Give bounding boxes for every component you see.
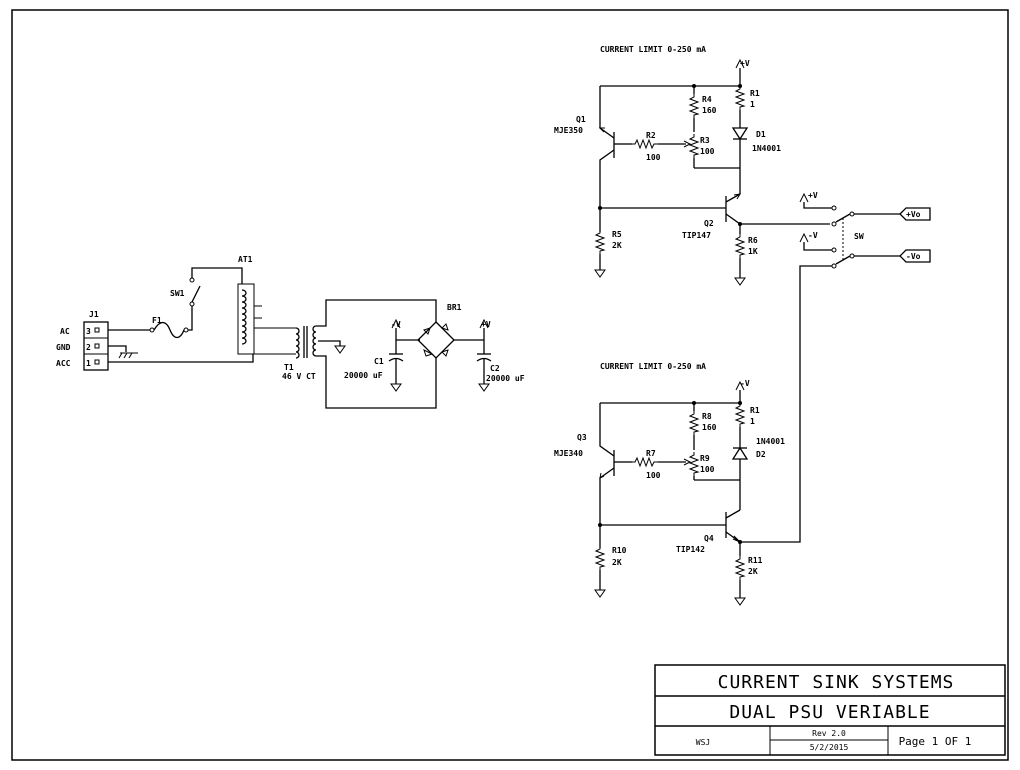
j1-pin3-name: AC [60,327,70,336]
top-q1-value: MJE350 [554,126,583,135]
t1-ref: T1 [284,363,294,372]
output-port-pos [899,207,931,221]
at1-ref: AT1 [238,255,253,264]
top-r2-ref: R2 [646,131,656,140]
bottom-r11-value: 2K [748,567,758,576]
bottom-q3-ref: Q3 [577,433,587,442]
c2-ref: C2 [490,364,500,373]
transformer-t1 [295,327,300,359]
bottom-r10-value: 2K [612,558,622,567]
diode-d2 [731,446,749,460]
autotransformer-at1 [237,283,255,355]
bottom-r1-ref: R1 [750,406,760,415]
c1-neg-rail: -V [391,320,401,329]
bottom-r11-ref: R11 [748,556,763,565]
f1-ref: F1 [152,316,162,325]
bottom-r8-value: 160 [702,423,717,432]
c2-value: 20000 uF [486,374,525,383]
top-r2-value: 100 [646,153,661,162]
sw-neg-out: -Vo [906,252,921,261]
switch-sw1 [191,285,201,303]
sw-pos-out: +Vo [906,210,921,219]
drawing-title: DUAL PSU VERIABLE [729,702,930,723]
bottom-q4-ref: Q4 [704,534,714,543]
page-number: Page 1 OF 1 [899,735,972,748]
j1-pin3-num: 3 [86,327,91,336]
j1-ref: J1 [89,310,99,319]
bottom-r7-ref: R7 [646,449,656,458]
top-r1-ref: R1 [750,89,760,98]
top-r5-value: 2K [612,241,622,250]
top-rail: +V [740,59,750,68]
top-r3-value: 100 [700,147,715,156]
c1-value: 20000 uF [344,371,383,380]
bottom-r7-value: 100 [646,471,661,480]
diode-d1 [731,127,749,141]
top-r1-value: 1 [750,100,755,109]
j1-pin1-name: ACC [56,359,71,368]
output-switch: +V -V SW +Vo -Vo [740,191,931,543]
top-q2-value: TIP147 [682,231,711,240]
bottom-r9-ref: R9 [700,454,710,463]
top-regulator: CURRENT LIMIT 0-250 mA +V R1 1 D1 1N4001… [554,45,830,286]
sw-neg-in: -V [808,231,818,240]
j1-pin2-name: GND [56,343,71,352]
t1-value: 46 V CT [282,372,316,381]
top-r4-value: 160 [702,106,717,115]
sw-pos-in: +V [808,191,818,200]
bottom-d2-value: 1N4001 [756,437,785,446]
bottom-r10-ref: R10 [612,546,627,555]
sw-ref: SW [854,232,864,241]
bottom-r8-ref: R8 [702,412,712,421]
bottom-header: CURRENT LIMIT 0-250 mA [600,362,706,371]
top-d1-ref: D1 [756,130,766,139]
top-r5-ref: R5 [612,230,622,239]
company-name: CURRENT SINK SYSTEMS [718,672,955,693]
sw1-ref: SW1 [170,289,185,298]
bottom-q3-value: MJE340 [554,449,583,458]
bottom-regulator: CURRENT LIMIT 0-250 mA -V R1 1 1N4001 D2… [554,362,785,606]
br1-ref: BR1 [447,303,462,312]
revision: Rev 2.0 [812,729,846,738]
bridge-br1 [417,321,455,359]
title-block: CURRENT SINK SYSTEMS DUAL PSU VERIABLE W… [654,664,1006,756]
author: WSJ [696,738,710,747]
top-r3-ref: R3 [700,136,710,145]
c1-ref: C1 [374,357,384,366]
input-section: J1 3 2 1 AC GND ACC F1 SW1 [56,255,525,409]
j1-pin1-num: 1 [86,359,91,368]
fuse-f1 [153,321,185,339]
top-d1-value: 1N4001 [752,144,781,153]
top-r6-ref: R6 [748,236,758,245]
top-r6-value: 1K [748,247,758,256]
top-r4-ref: R4 [702,95,712,104]
j1-pin2-num: 2 [86,343,91,352]
bottom-r9-value: 100 [700,465,715,474]
output-port-neg [899,249,931,263]
top-q2-ref: Q2 [704,219,714,228]
top-q1-ref: Q1 [576,115,586,124]
top-header: CURRENT LIMIT 0-250 mA [600,45,706,54]
bottom-rail: -V [740,379,750,388]
bottom-r1-value: 1 [750,417,755,426]
bottom-d2-ref: D2 [756,450,766,459]
sheet-border [11,9,1009,761]
bottom-q4-value: TIP142 [676,545,705,554]
date: 5/2/2015 [810,743,849,752]
